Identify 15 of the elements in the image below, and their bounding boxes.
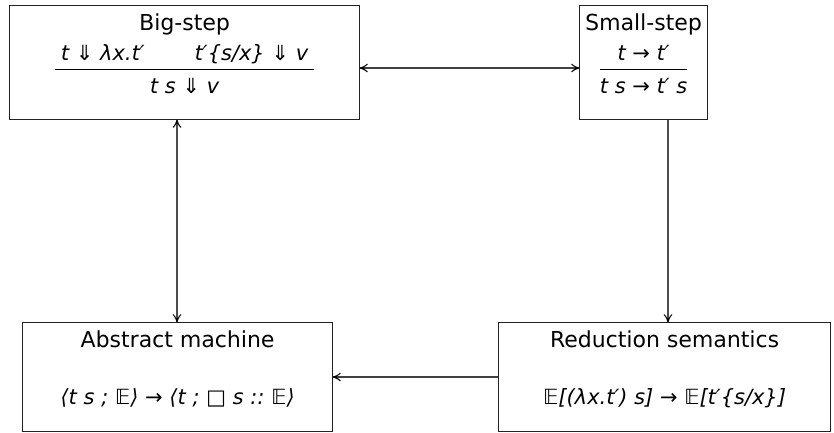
- box-title: Small-step: [585, 10, 702, 38]
- process-box: [9, 5, 360, 120]
- transition-rule: ⟨t s ; 𝔼⟩ → ⟨t ; □ s :: 𝔼⟩: [60, 384, 295, 411]
- box-title: Abstract machine: [80, 327, 274, 355]
- rule-premise: t′{s/x} ⇓ v: [194, 40, 308, 67]
- transition-rule: 𝔼[(λx.t′) s] → 𝔼[t′{s/x}]: [542, 384, 786, 411]
- rule-premise: t ⇓ λx.t′: [60, 40, 145, 67]
- rule-conclusion: t s → t′ s: [600, 73, 688, 100]
- box-title: Reduction semantics: [550, 327, 780, 355]
- process-box: [22, 322, 333, 432]
- rule-conclusion: t s ⇓ v: [150, 73, 220, 100]
- box-title: Big-step: [139, 10, 230, 38]
- process-box: [579, 5, 708, 120]
- process-box: [498, 322, 831, 432]
- rule-premise: t → t′: [617, 40, 670, 67]
